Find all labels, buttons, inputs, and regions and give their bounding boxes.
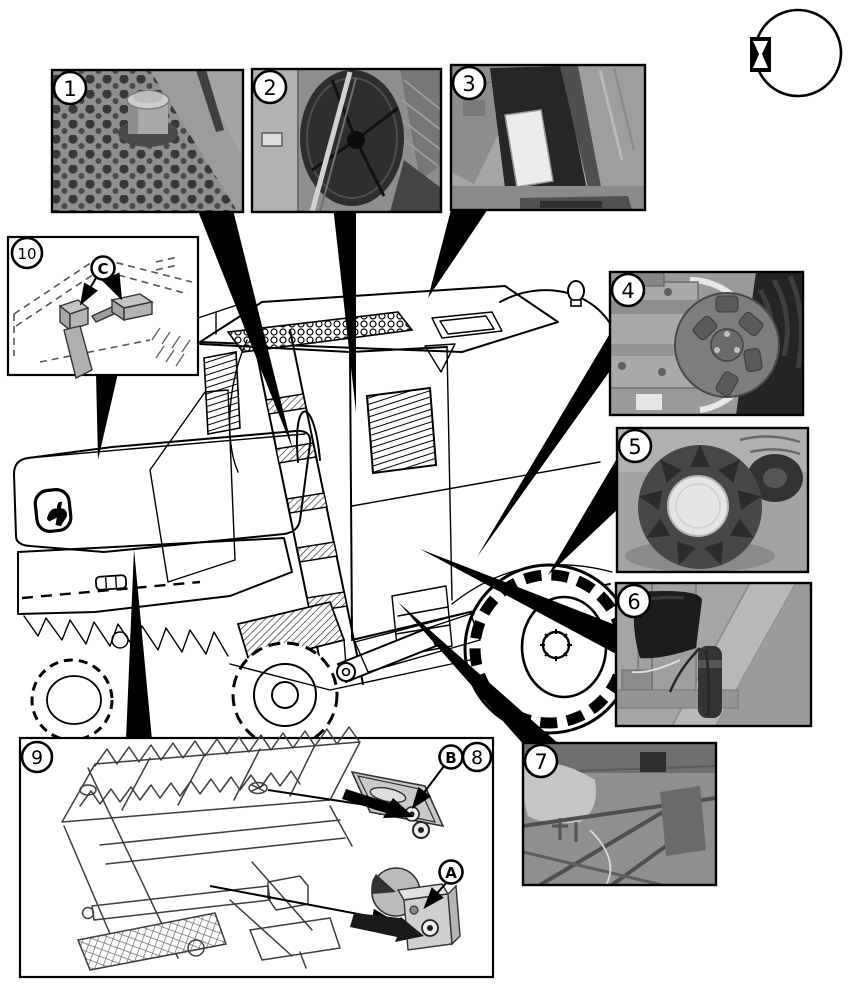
callout-3 — [451, 65, 487, 101]
callout-9 — [20, 740, 54, 774]
photo-6-frame — [614, 581, 813, 728]
callout-7 — [523, 743, 559, 779]
combine-line-drawing — [13, 280, 649, 749]
pointer-wedge-7 — [398, 602, 560, 745]
callout-4-label: 4 — [621, 279, 634, 303]
straw-walker-sketch — [61, 726, 361, 971]
cab-rear-panel — [149, 389, 236, 583]
photo-4-frame — [608, 270, 805, 417]
sensor-left — [58, 299, 93, 380]
pointer-wedge-4 — [477, 330, 612, 557]
callout-7-label: 7 — [534, 750, 547, 774]
photo-6-artwork — [616, 583, 811, 726]
callout-3-label: 3 — [462, 72, 475, 96]
callout-6 — [616, 583, 652, 619]
callout-c-label: C — [97, 260, 108, 278]
engine-louver-panel — [365, 386, 438, 475]
callout-9-label: 9 — [31, 747, 43, 769]
photo-1-artwork — [52, 70, 243, 212]
pointer-wedge-2 — [333, 206, 356, 412]
bottom-grate — [76, 912, 227, 971]
callout-2 — [252, 69, 288, 105]
hood-dashed-seam — [21, 580, 201, 600]
callout-10-label: 10 — [17, 245, 36, 263]
callout-8-label: 8 — [471, 747, 483, 769]
lift-cylinder — [336, 613, 471, 684]
side-louver-strip — [203, 351, 241, 435]
callout-5 — [617, 428, 653, 464]
rear-steer-wheel — [30, 658, 114, 742]
callout-b-label: B — [445, 749, 456, 767]
filler-funnel — [424, 343, 456, 373]
photo-5-artwork — [617, 428, 808, 572]
photo-2-frame — [250, 67, 443, 214]
callout-5-label: 5 — [628, 435, 641, 459]
undercarriage-lines — [229, 659, 471, 691]
beacon-light — [567, 280, 585, 307]
big-arrow-a — [350, 913, 424, 942]
arrow-c-left — [79, 277, 98, 306]
photo-3-artwork — [451, 65, 645, 210]
photo-5-frame — [615, 426, 810, 574]
rear-hood — [13, 429, 312, 657]
inset-diagram-10: 10 C — [6, 235, 200, 380]
brand-emblem-icon — [33, 488, 73, 533]
a-leader-line — [423, 881, 448, 910]
pointer-wedge-10 — [96, 373, 118, 460]
access-ladder — [228, 329, 364, 703]
hourglass-icon — [750, 8, 843, 98]
axle-gearbox — [391, 585, 453, 657]
sensor-right — [90, 293, 154, 323]
grain-tank-hatch — [431, 311, 503, 339]
photo-7-artwork — [523, 743, 716, 885]
callout-1 — [52, 70, 88, 106]
callout-b — [438, 744, 464, 770]
pointer-wedge-3 — [428, 206, 490, 298]
photo-7-frame — [521, 741, 718, 887]
arrow-c-right — [102, 272, 123, 301]
pointer-wedge-9 — [126, 549, 152, 740]
b-leader-line — [411, 765, 445, 810]
callout-a — [438, 859, 464, 885]
photo-3-frame — [449, 63, 647, 212]
callout-10 — [10, 236, 44, 270]
callout-6-label: 6 — [627, 590, 640, 614]
callout-a-label: A — [445, 864, 457, 882]
pointer-wedge-5 — [548, 455, 619, 575]
callout-2-label: 2 — [263, 76, 276, 100]
body-panel-creases — [351, 346, 601, 601]
callout-c — [90, 255, 116, 281]
big-arrow-b — [342, 789, 414, 818]
hatch-marks — [151, 327, 191, 367]
grain-tank-hatch-inner — [439, 315, 495, 335]
chaff-spreader-vanes — [23, 615, 229, 657]
pointer-wedge-6 — [420, 549, 618, 655]
callout-1-label: 1 — [63, 77, 76, 101]
frame-member — [354, 611, 481, 673]
inset-diagram-9: 9 8 B A — [18, 726, 495, 979]
hood-latch-handle — [94, 574, 128, 591]
pointer-wedge-1 — [196, 206, 293, 450]
rear-lower-panel — [17, 537, 293, 615]
body-corner-edge — [349, 351, 353, 639]
grease-plate-detail — [342, 770, 445, 839]
callout-4 — [610, 272, 646, 308]
left-drive-wheel — [231, 641, 339, 749]
photo-1-frame — [50, 68, 245, 214]
